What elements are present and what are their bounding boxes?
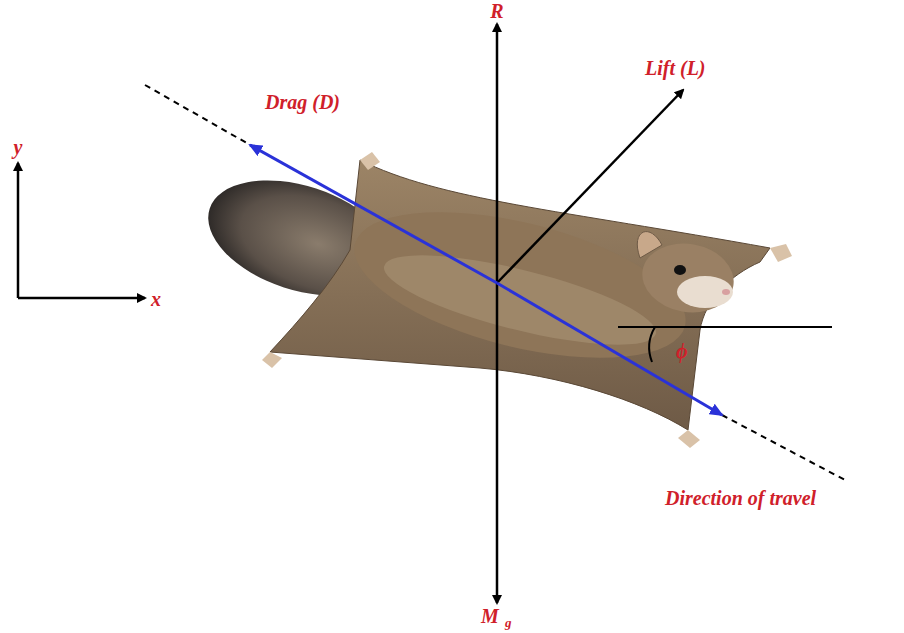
reaction-label: R [490,1,503,21]
weight-subscript: g [505,616,512,629]
axis-label: y [14,137,23,157]
direction-label: Direction of travel [665,488,816,508]
weight-label: M [481,606,499,626]
squirrel-illustration [194,152,792,448]
axis-label: x [151,289,161,309]
drag-label: Drag (D) [265,92,340,112]
angle-label: ϕ [676,341,688,361]
lift-label: Lift (L) [645,58,706,78]
